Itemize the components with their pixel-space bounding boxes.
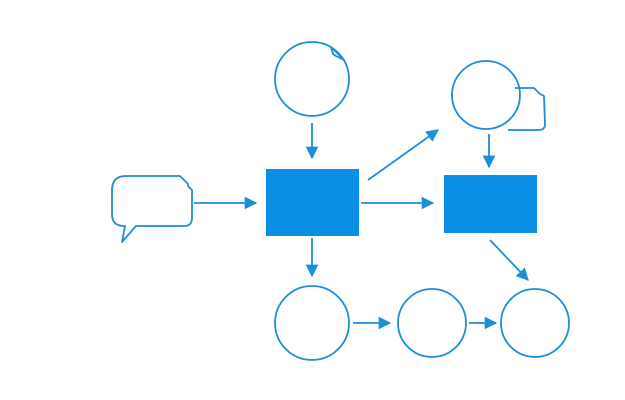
arrow-right-box-to-bottom-circle-3: [489, 239, 529, 281]
node-top-right-circle: [451, 60, 546, 131]
card-shape: [508, 87, 546, 131]
arrow-center-box-to-top-right-circle: [367, 129, 440, 181]
node-bottom-circle-3: [500, 288, 570, 358]
top-right-circle-shape: [451, 60, 521, 130]
node-bottom-circle-2: [397, 288, 467, 358]
speech-bubble-icon: [111, 175, 193, 243]
top-circle-shape: [274, 41, 350, 117]
edges-layer: [194, 123, 529, 330]
node-right-box: [444, 175, 537, 233]
node-center-box: [266, 169, 359, 236]
node-top-circle: [274, 41, 350, 117]
node-bottom-circle-1: [274, 285, 350, 361]
folded-corner-icon: [330, 46, 345, 61]
node-speech-bubble: [111, 175, 193, 243]
